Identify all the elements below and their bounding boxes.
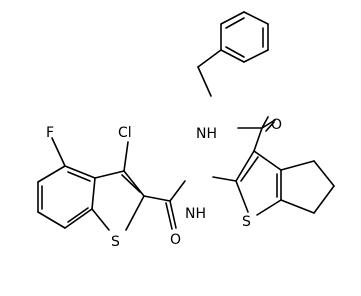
- amide-nh-label-top: NH: [196, 126, 217, 142]
- fluorine-label: F: [46, 125, 54, 141]
- benzothiophene-thiophene-ring: [91, 141, 145, 231]
- amide-nh-label-central: NH: [185, 206, 206, 222]
- cyclopenta-thiophene-ring: [235, 150, 335, 216]
- thiophene-sulfur-label: S: [242, 214, 251, 230]
- carbonyl-oxygen-label-top: O: [271, 117, 282, 133]
- central-amide-linker: [143, 176, 237, 230]
- benzyl-phenyl-ring: [220, 11, 269, 63]
- benzothiophene-benzene-ring: [37, 137, 96, 229]
- chlorine-label: Cl: [118, 125, 132, 141]
- carbonyl-oxygen-label-bottom: O: [170, 232, 181, 248]
- benzyl-amide-chain: [197, 49, 276, 152]
- benzothiophene-sulfur-label: S: [111, 234, 120, 250]
